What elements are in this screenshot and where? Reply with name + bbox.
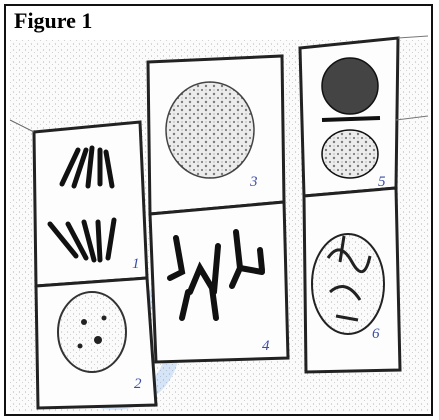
cell-6: 6: [304, 188, 400, 372]
cell-5: 5: [300, 38, 398, 196]
cell-number-3: 3: [249, 174, 258, 190]
cell-2: 2: [36, 278, 156, 408]
cell-number-4: 4: [262, 338, 270, 354]
cell-number-2: 2: [134, 376, 142, 392]
cell-1: 1: [34, 122, 147, 286]
cell-3: 3: [148, 56, 284, 214]
cell-number-1: 1: [132, 256, 140, 272]
cell-4: 4: [150, 202, 288, 362]
cell-number-6: 6: [372, 326, 380, 342]
